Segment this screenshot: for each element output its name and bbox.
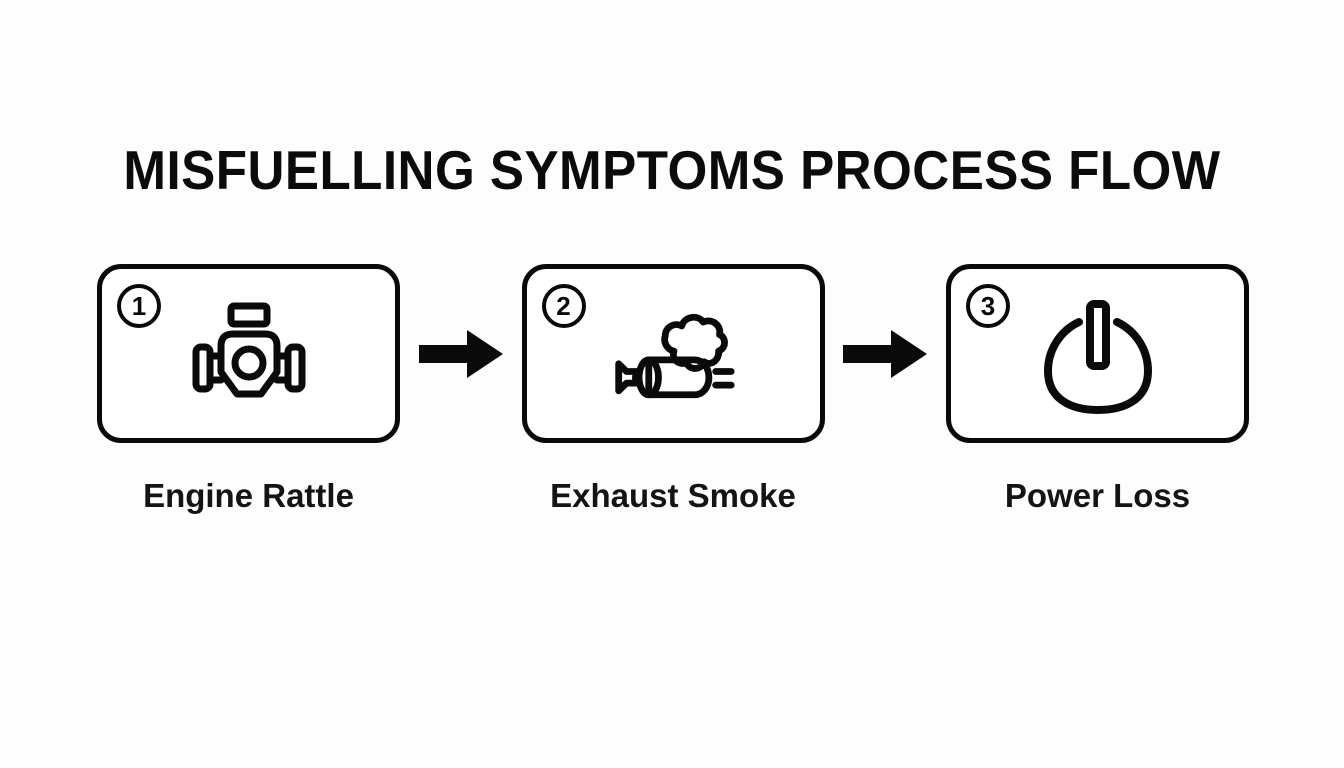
step-number-badge-2: 2 bbox=[541, 284, 586, 328]
step-number-badge-3: 3 bbox=[966, 284, 1010, 328]
step-label-1: Engine Rattle bbox=[143, 477, 354, 514]
page-title: MISFUELLING SYMPTOMS PROCESS FLOW bbox=[123, 139, 1221, 201]
engine-icon bbox=[185, 297, 313, 415]
step-card-3[interactable]: 3 bbox=[946, 264, 1249, 443]
process-step-3[interactable]: 3 Power Loss bbox=[944, 264, 1251, 512]
step-card-1[interactable]: 1 bbox=[97, 264, 400, 443]
step-number-badge-1: 1 bbox=[117, 284, 161, 328]
exhaust-smoke-icon bbox=[609, 297, 737, 415]
arrow-right-icon-2 bbox=[841, 264, 929, 443]
power-icon bbox=[1034, 297, 1162, 415]
process-step-2[interactable]: 2 bbox=[520, 264, 827, 512]
step-card-2[interactable]: 2 bbox=[521, 264, 825, 443]
arrow-right-icon-1 bbox=[417, 264, 505, 443]
step-label-2: Exhaust Smoke bbox=[550, 477, 796, 514]
process-step-1[interactable]: 1 bbox=[95, 264, 402, 512]
step-label-3: Power Loss bbox=[1004, 477, 1191, 514]
process-flow-row: 1 bbox=[95, 264, 1251, 534]
